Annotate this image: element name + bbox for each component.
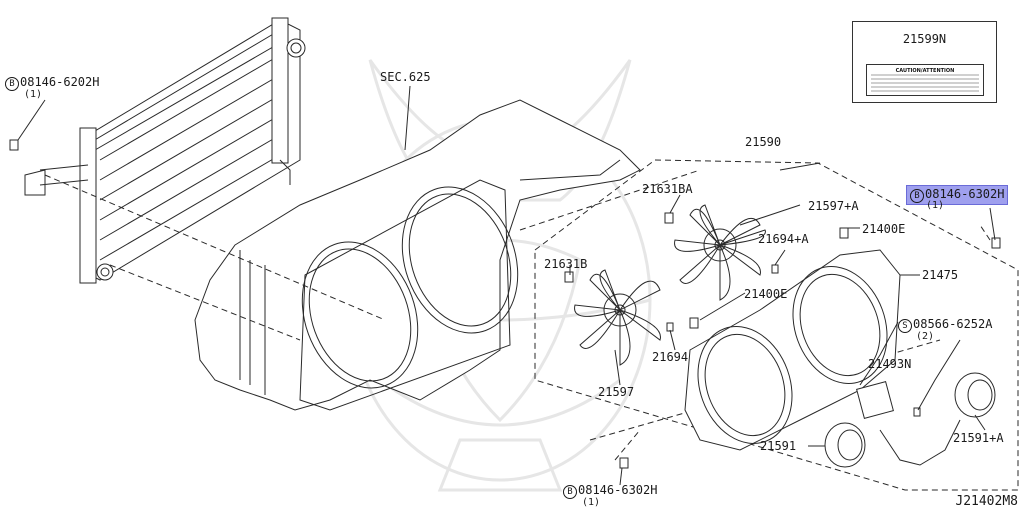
caution-label-sticker: CAUTION/ATTENTION [866,64,984,96]
label-21694[interactable]: 21694 [652,350,689,364]
screw-qty: (2) [916,331,935,342]
motor-21591 [824,422,866,468]
label-21597a[interactable]: 21597+A [808,199,859,213]
bolt-symbol-icon: B [5,77,19,91]
fan-upper [674,204,766,301]
screw-code: 08566-6252A [913,317,993,331]
label-21475[interactable]: 21475 [922,268,959,282]
bolt-right-code: 08146-6302H [925,187,1005,201]
bolt-left-qty: (1) [24,89,43,100]
bolt-right-qty: (1) [926,200,945,211]
diagram-code: J21402M8 [955,494,1018,509]
label-leaders [17,85,996,486]
label-21400e-upper[interactable]: 21400E [862,222,906,236]
caution-lines-icon [871,74,979,92]
label-21493n[interactable]: 21493N [868,357,912,371]
caution-label-text: CAUTION/ATTENTION [895,68,955,74]
resistor-21493n [856,381,894,419]
label-21590[interactable]: 21590 [745,135,782,149]
label-21631ba[interactable]: 21631BA [642,182,693,196]
screw-symbol-icon: S [898,319,912,333]
label-21591[interactable]: 21591 [760,439,797,453]
motor-21591a [879,372,996,466]
label-21400e-lower[interactable]: 21400E [744,287,788,301]
label-21694a[interactable]: 21694+A [758,232,809,246]
radiator [24,17,306,284]
label-21591a[interactable]: 21591+A [953,431,1004,445]
caution-part-number: 21599N [902,32,947,46]
label-21631b[interactable]: 21631B [544,257,588,271]
assembly-box-21590 [534,159,1019,491]
fan-shroud-21475 [684,249,901,451]
bolt-symbol-icon: B [563,485,577,499]
bolt-left-code: 08146-6202H [20,75,100,89]
caution-label-box[interactable]: 21599N CAUTION/ATTENTION [852,21,997,103]
label-sec625[interactable]: SEC.625 [380,70,431,84]
bolt-symbol-icon: B [910,189,924,203]
bolt-bottom-code: 08146-6302H [578,483,658,497]
fasteners [9,139,1001,469]
fan-lower [574,269,661,366]
bolt-bottom-qty: (1) [582,497,601,508]
label-21597[interactable]: 21597 [598,385,635,399]
shroud-frame [194,99,641,411]
